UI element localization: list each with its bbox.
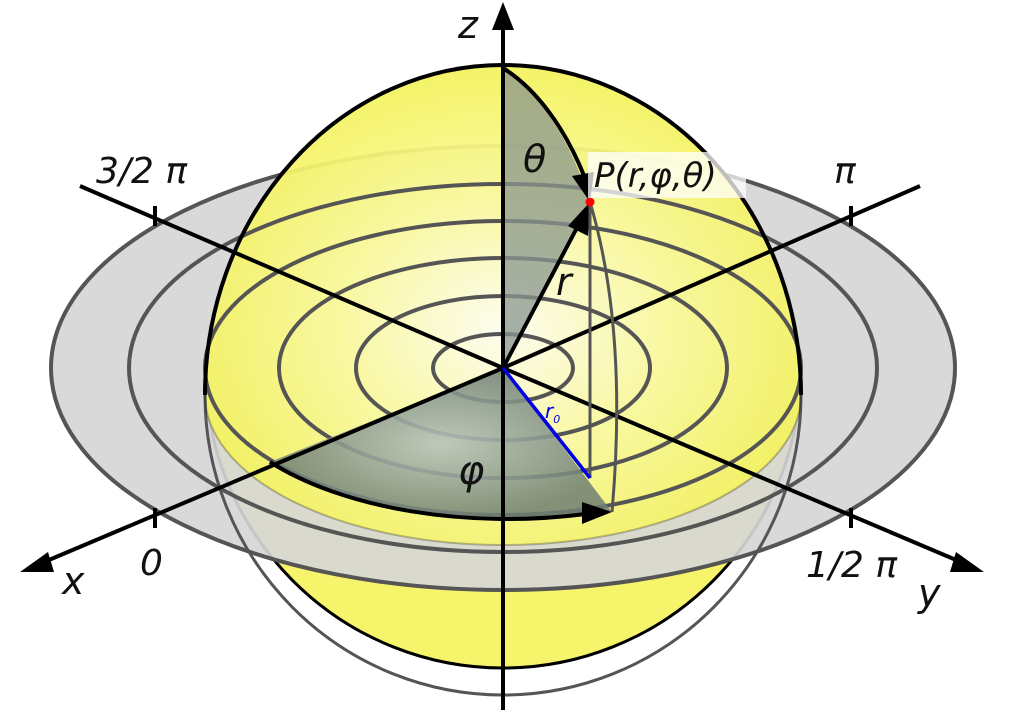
projection-meridian (588, 201, 619, 513)
point-label-background (588, 152, 746, 198)
phi-sector (270, 368, 612, 521)
phi-half-pi-label: 1/2 π (806, 545, 898, 586)
phi-three-half-pi-label: 3/2 π (96, 151, 188, 192)
z-axis-arrowhead (492, 2, 514, 30)
phi-pi-label: π (834, 151, 857, 192)
phi-zero-label: 0 (140, 543, 163, 584)
x-axis-arrowhead (20, 552, 54, 572)
r0-label-main: r (545, 399, 555, 423)
radius-vector (501, 221, 582, 369)
phi-arc (268, 460, 586, 521)
y-axis-label: y (917, 571, 941, 615)
y-axis-line (502, 366, 976, 570)
x-axis-label: x (61, 559, 85, 603)
theta-label: θ (523, 137, 546, 181)
phi-label: φ (458, 448, 484, 494)
theta-arc (501, 66, 587, 179)
point-p-marker (585, 197, 595, 207)
r0-label: r0 (545, 399, 560, 426)
axes (20, 2, 984, 710)
z-axis-label: z (457, 3, 479, 47)
radius-arrowhead (568, 202, 590, 236)
x-axis-line (29, 366, 504, 570)
phi-arrowhead (582, 502, 612, 524)
y-axis-arrowhead (950, 552, 984, 572)
point-label: P(r,φ,θ) (594, 156, 717, 196)
y-axis-back-line (79, 184, 504, 370)
r0-label-subscript: 0 (553, 413, 560, 426)
theta-sector (503, 68, 590, 368)
projection-r0-line (501, 366, 592, 480)
radius-label: r (556, 260, 574, 304)
